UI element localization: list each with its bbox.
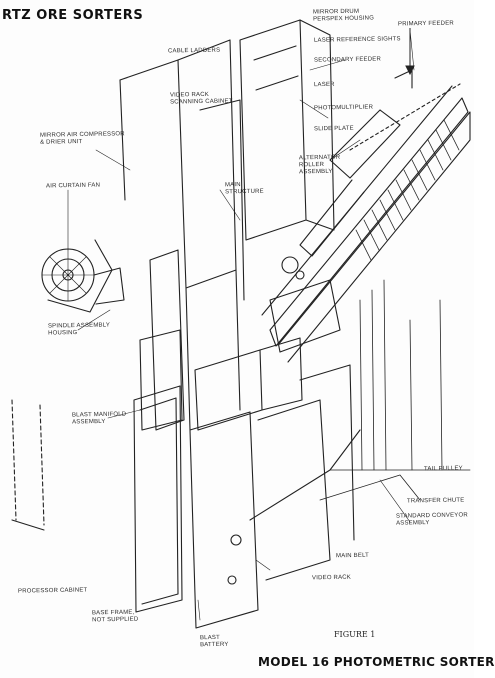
label-spindle-assembly-housing: SPINDLE ASSEMBLY HOUSING xyxy=(47,322,111,337)
label-standard-conveyor-assembly: STANDARD CONVEYOR ASSEMBLY xyxy=(395,512,468,527)
processor-cabinet-outline xyxy=(11,399,45,531)
label-alternator-roller-assembly: ALTERNATOR ROLLER ASSEMBLY xyxy=(298,154,341,176)
model-title: MODEL 16 PHOTOMETRIC SORTER xyxy=(258,655,495,669)
label-laser: LASER xyxy=(313,81,335,89)
label-main-structure: MAIN STRUCTURE xyxy=(224,182,264,196)
label-base-frame: BASE FRAME, NOT SUPPLIED xyxy=(91,609,139,624)
blast-manifold-area xyxy=(139,256,341,431)
base-frame-panel xyxy=(133,385,183,613)
drawing-sheet: RTZ ORE SORTERS MIRROR DRUM PERSPEX HOUS… xyxy=(2,8,495,669)
air-curtain-fan xyxy=(41,239,125,313)
label-blast-manifold-assembly: BLAST MANIFOLD ASSEMBLY xyxy=(71,411,127,426)
page-title: RTZ ORE SORTERS xyxy=(2,8,144,23)
primary-feeder-arrow xyxy=(405,28,415,76)
label-video-rack: VIDEO RACK xyxy=(311,574,352,582)
label-video-rack-scanning-cabinet: VIDEO RACK SCANNING CABINET xyxy=(169,91,233,106)
leader-lines xyxy=(67,29,415,621)
label-secondary-feeder: SECONDARY FEEDER xyxy=(313,56,382,64)
label-primary-feeder: PRIMARY FEEDER xyxy=(397,20,454,28)
label-photomultiplier: PHOTOMULTIPLIER xyxy=(313,104,374,112)
label-air-curtain-fan: AIR CURTAIN FAN xyxy=(45,182,101,190)
main-conveyor-incline xyxy=(261,83,471,363)
label-tail-pulley: TAIL PULLEY xyxy=(423,465,463,473)
scanning-cabinet xyxy=(239,19,335,241)
label-mirror-air-compressor: MIRROR AIR COMPRESSOR & DRIER UNIT xyxy=(39,131,125,146)
label-processor-cabinet: PROCESSOR CABINET xyxy=(17,587,88,595)
exploded-machine-drawing xyxy=(11,19,471,629)
label-mirror-drum-housing: MIRROR DRUM PERSPEX HOUSING xyxy=(312,8,375,23)
label-cable-ladders: CABLE LADDERS xyxy=(167,47,221,55)
label-main-belt: MAIN BELT xyxy=(335,552,370,560)
figure-label: FIGURE 1 xyxy=(334,630,376,639)
label-blast-battery: BLAST BATTERY xyxy=(199,634,229,649)
label-slide-plate: SLIDE PLATE xyxy=(313,125,354,133)
label-laser-reference-sights: LASER REFERENCE SIGHTS xyxy=(313,36,401,44)
label-transfer-chute: TRANSFER CHUTE xyxy=(406,497,465,505)
main-structure-frame xyxy=(119,39,245,431)
main-belt-frame xyxy=(189,364,361,629)
transfer-chute-frame xyxy=(319,279,471,501)
